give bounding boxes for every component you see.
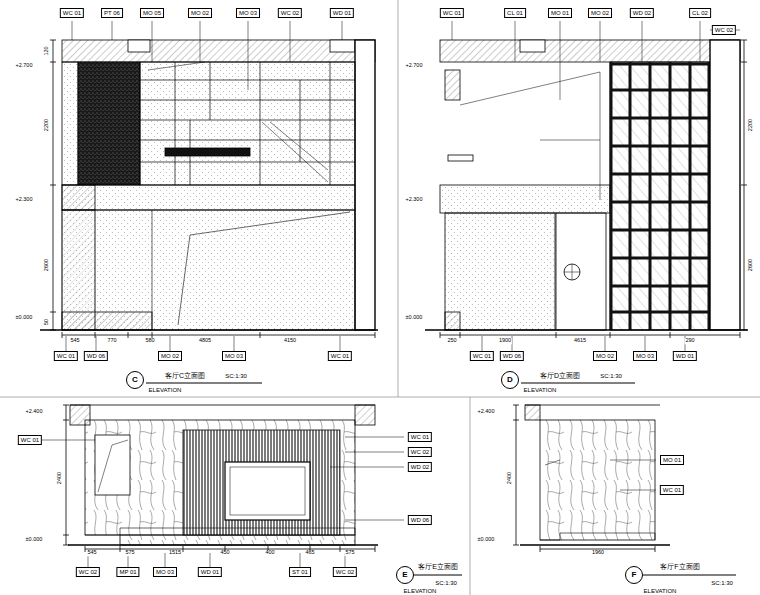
material-tag: WC 01 (470, 351, 494, 361)
elevation-title: 客厅E立面图 (418, 563, 458, 570)
scale-note: SC:1:30 (600, 373, 622, 379)
dimension-text: 2200 (748, 118, 754, 132)
scale-note: ELEVATION (644, 588, 677, 594)
dimension-text: 1900 (498, 338, 512, 344)
dimension-text: 1515 (168, 550, 182, 556)
dimension-text: 400 (264, 550, 275, 556)
material-tag: WD 02 (408, 462, 432, 472)
level-mark: +2.400 (478, 409, 495, 415)
material-tag: MO 01 (548, 8, 572, 18)
material-tag: WD 06 (500, 351, 524, 361)
material-tag: WC 01 (660, 485, 684, 495)
dimension-text: 2400 (57, 471, 63, 485)
material-tag: CL 01 (504, 8, 526, 18)
material-tag: WC 02 (712, 25, 736, 35)
material-tag: MO 03 (153, 567, 177, 577)
material-tag: MO 05 (140, 8, 164, 18)
material-tag: WC 01 (54, 351, 78, 361)
dimension-text: 2400 (507, 471, 513, 485)
level-mark: +2.300 (16, 197, 33, 203)
scale-note: ELEVATION (404, 588, 437, 594)
material-tag: MO 02 (158, 351, 182, 361)
material-tag: WD 01 (330, 8, 354, 18)
material-tag: WD 01 (198, 567, 222, 577)
scale-note: SC:1:30 (225, 373, 247, 379)
dimension-text: 545 (69, 338, 80, 344)
level-mark: +2.400 (26, 409, 43, 415)
material-tag: WC 01 (408, 432, 432, 442)
material-tag: ST 01 (289, 567, 311, 577)
material-tag: MO 03 (222, 351, 246, 361)
dimension-text: 575 (344, 550, 355, 556)
elevation-letter: D (507, 376, 513, 384)
scale-note: SC:1:30 (711, 580, 733, 586)
material-tag: MP 01 (116, 567, 139, 577)
dimension-text: 2200 (44, 118, 50, 132)
material-tag: MO 02 (188, 8, 212, 18)
elevation-title: 客厅C立面图 (165, 372, 205, 379)
level-mark: ±0.000 (478, 537, 495, 543)
dimension-text: 575 (124, 550, 135, 556)
dimension-text: 465 (304, 550, 315, 556)
material-tag: MO 02 (593, 351, 617, 361)
elevation-letter: F (632, 571, 637, 579)
dimension-text: 580 (144, 338, 155, 344)
dimension-text: 120 (44, 45, 50, 56)
dimension-text: 4805 (198, 338, 212, 344)
dimension-text: 2600 (748, 258, 754, 272)
material-tag: MO 02 (588, 8, 612, 18)
level-mark: +2.300 (406, 197, 423, 203)
elevation-symbol: F (625, 566, 643, 584)
material-tag: WC 01 (440, 8, 464, 18)
elevation-title: 客厅D立面图 (540, 372, 580, 379)
dimension-text: 50 (44, 318, 50, 326)
elevation-title: 客厅F立面图 (660, 563, 699, 570)
material-tag: WC 01 (18, 435, 42, 445)
level-mark: ±0.000 (16, 315, 33, 321)
material-tag: WC 02 (408, 447, 432, 457)
material-tag: WC 02 (333, 567, 357, 577)
elevation-symbol: E (396, 566, 414, 584)
level-mark: ±0.000 (26, 537, 43, 543)
material-tag: CL 02 (689, 8, 711, 18)
elevation-symbol: D (501, 371, 519, 389)
material-tag: PT 06 (101, 8, 123, 18)
dimension-text: 1960 (591, 550, 605, 556)
scale-note: ELEVATION (149, 387, 182, 393)
dimension-text: 2600 (44, 258, 50, 272)
elevation-letter: E (402, 571, 407, 579)
material-tag: MO 03 (633, 351, 657, 361)
level-mark: +2.700 (16, 63, 33, 69)
dimension-text: 290 (684, 338, 695, 344)
material-tag: WC 01 (328, 351, 352, 361)
dimension-text: 250 (446, 338, 457, 344)
material-tag: WC 02 (278, 8, 302, 18)
dimension-text: 4150 (283, 338, 297, 344)
dimension-text: 770 (106, 338, 117, 344)
material-tag: WD 06 (84, 351, 108, 361)
dimension-text: 4615 (573, 338, 587, 344)
level-mark: ±0.000 (406, 315, 423, 321)
material-tag: WC 01 (60, 8, 84, 18)
material-tag: WC 02 (76, 567, 100, 577)
material-tag: WD 02 (630, 8, 654, 18)
material-tag: MO 03 (236, 8, 260, 18)
dimension-text: 545 (86, 550, 97, 556)
material-tag: WD 06 (408, 515, 432, 525)
elevation-symbol: C (126, 371, 144, 389)
material-tag: MO 01 (660, 455, 684, 465)
scale-note: SC:1:30 (435, 580, 457, 586)
elevation-letter: C (132, 376, 138, 384)
dimension-text: 450 (219, 550, 230, 556)
level-mark: +2.700 (406, 63, 423, 69)
scale-note: ELEVATION (524, 387, 557, 393)
material-tag: WD 01 (673, 351, 697, 361)
